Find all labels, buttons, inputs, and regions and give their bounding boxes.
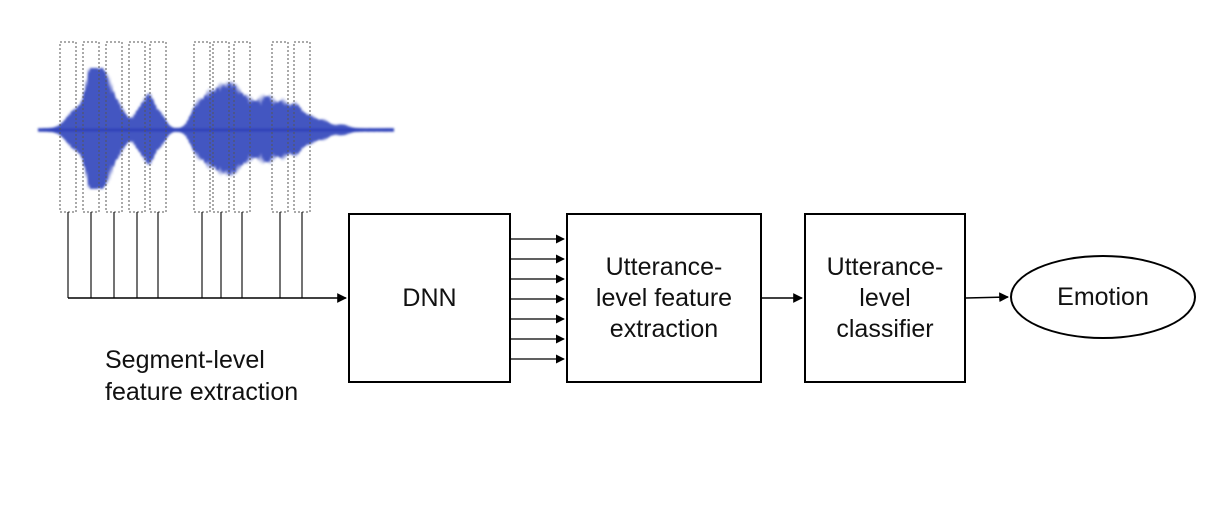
waveform-envelope bbox=[38, 68, 394, 189]
ucl-line1: Utterance- bbox=[826, 252, 944, 281]
dnn-label: DNN bbox=[402, 283, 457, 312]
segment-label-line2: feature extraction bbox=[105, 378, 299, 406]
segment-feature-lines bbox=[67, 212, 303, 298]
ufe-line2: level feature bbox=[595, 283, 733, 312]
segment-level-label: Segment-level feature extraction bbox=[105, 344, 365, 408]
ucl-line2: level bbox=[859, 283, 911, 312]
ufe-line1: Utterance- bbox=[605, 252, 723, 281]
segment-label-line1: Segment-level bbox=[105, 346, 265, 374]
emotion-output-node: Emotion bbox=[1010, 255, 1196, 339]
audio-waveform bbox=[38, 68, 394, 189]
ucl-line3: classifier bbox=[836, 314, 934, 343]
emotion-label: Emotion bbox=[1057, 282, 1149, 311]
dnn-output-arrows bbox=[511, 234, 565, 364]
utterance-feature-extraction-box: Utterance- level feature extraction bbox=[566, 213, 762, 383]
ufe-line3: extraction bbox=[609, 314, 719, 343]
utterance-classifier-box: Utterance- level classifier bbox=[804, 213, 966, 383]
dnn-box: DNN bbox=[348, 213, 511, 383]
arrow-classifier-to-emotion bbox=[965, 292, 1009, 303]
